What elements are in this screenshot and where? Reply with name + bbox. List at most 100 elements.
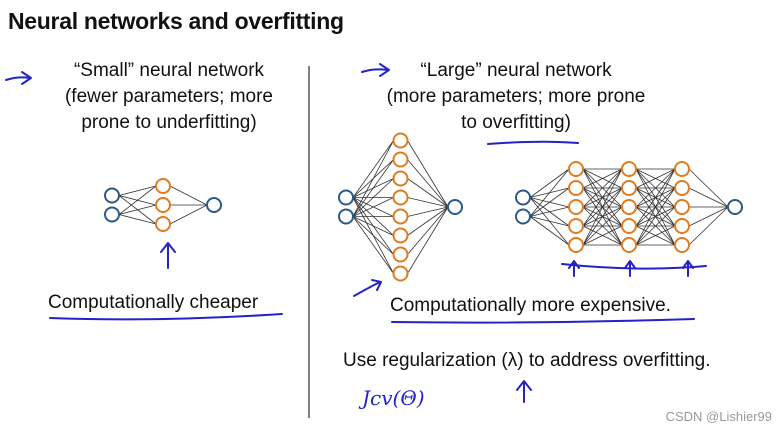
connection-edge [582, 168, 623, 189]
connection-edge [118, 204, 157, 215]
small-network-caption: Computationally cheaper [48, 292, 259, 313]
output-node [447, 199, 463, 215]
hidden-node [392, 208, 409, 225]
connection-edge [407, 178, 449, 208]
connection-edge [688, 206, 729, 246]
connection-edge [582, 187, 623, 246]
hidden-node [568, 180, 584, 196]
connection-edge [635, 225, 676, 246]
connection-edge [407, 140, 449, 208]
hidden-node [155, 216, 171, 232]
connection-edge [529, 187, 570, 217]
connection-edge [407, 206, 449, 255]
small-network-heading: “Small” neural network (fewer parameters… [38, 58, 300, 136]
small-hidden-up-arrow [160, 242, 176, 269]
hidden-node [621, 161, 637, 177]
hidden-node [674, 237, 690, 253]
hidden-node [674, 199, 690, 215]
hidden-node [392, 132, 409, 149]
hidden-node [568, 237, 584, 253]
large-network-heading-line1: “Large” neural network [420, 60, 612, 81]
watermark: CSDN @Lishier99 [665, 409, 772, 424]
hidden-node [568, 161, 584, 177]
hidden-node [392, 151, 409, 168]
connection-edge [635, 168, 676, 208]
connection-edge [169, 204, 208, 225]
connection-edge [352, 216, 394, 236]
connection-edge [407, 159, 449, 208]
input-node [515, 208, 531, 225]
left-arrow-mark [5, 71, 32, 85]
large-network-heading-line3: to overfitting) [461, 112, 571, 133]
connection-edge [352, 140, 394, 198]
connection-edge [352, 159, 394, 217]
overfitting-underline [487, 140, 579, 145]
hidden-node [568, 218, 584, 234]
connection-edge [635, 187, 676, 246]
hidden-node [392, 189, 409, 206]
input-node [104, 206, 120, 223]
connection-edge [352, 216, 394, 274]
deep-layer1-arrow [568, 260, 580, 277]
connection-edge [529, 168, 570, 217]
handwritten-cost-note: Jcv(Θ) [362, 386, 425, 410]
large-network-caption: Computationally more expensive. [390, 295, 671, 316]
hidden-node [621, 180, 637, 196]
small-network-heading-line2: (fewer parameters; more [64, 86, 273, 107]
hidden-node [392, 246, 409, 263]
deep-layer3-arrow [682, 260, 694, 277]
hidden-node [621, 237, 637, 253]
output-node [206, 197, 222, 213]
right-caption-underline [391, 318, 695, 324]
input-node [515, 189, 531, 206]
deep-network-bracket [561, 263, 707, 270]
connection-edge [582, 168, 623, 208]
right-arrow-mark [361, 63, 390, 77]
connection-edge [635, 168, 676, 189]
large-network-heading-line2: (more parameters; more prone [386, 86, 646, 107]
connection-edge [352, 216, 394, 255]
connection-edge [407, 206, 449, 236]
hidden-node [674, 218, 690, 234]
left-caption-underline [49, 313, 283, 321]
small-network-heading-line3: prone to underfitting) [81, 112, 257, 133]
connection-edge [352, 197, 394, 217]
lambda-up-arrow [516, 380, 532, 403]
hidden-node [392, 170, 409, 187]
connection-edge [407, 206, 449, 274]
connection-edge [635, 206, 676, 246]
connection-edge [582, 206, 623, 246]
connection-edge [635, 168, 676, 246]
connection-edge [688, 187, 729, 208]
page-title: Neural networks and overfitting [8, 8, 344, 34]
input-node [338, 208, 354, 225]
connection-edge [118, 185, 157, 215]
hidden-node [674, 161, 690, 177]
small-network-diagram [104, 178, 222, 232]
connection-edge [169, 185, 208, 206]
wide-network-pointer [353, 279, 382, 297]
connection-edge [529, 216, 570, 227]
hidden-node [392, 227, 409, 244]
regularization-note: Use regularization (λ) to address overfi… [343, 350, 711, 371]
hidden-node [621, 218, 637, 234]
hidden-node [621, 199, 637, 215]
connection-edge [118, 214, 157, 225]
hidden-node [674, 180, 690, 196]
connection-edge [352, 140, 394, 217]
connection-edge [352, 178, 394, 217]
output-node [727, 199, 743, 215]
connection-edge [688, 206, 729, 227]
connection-edge [118, 185, 157, 196]
input-node [104, 187, 120, 204]
connection-edge [529, 206, 570, 217]
input-node [338, 189, 354, 206]
connection-edge [582, 168, 623, 246]
hidden-node [392, 265, 409, 282]
connection-edge [407, 206, 449, 217]
hidden-node [568, 199, 584, 215]
connection-edge [688, 168, 729, 208]
connection-edge [529, 168, 570, 198]
hidden-node [155, 197, 171, 213]
